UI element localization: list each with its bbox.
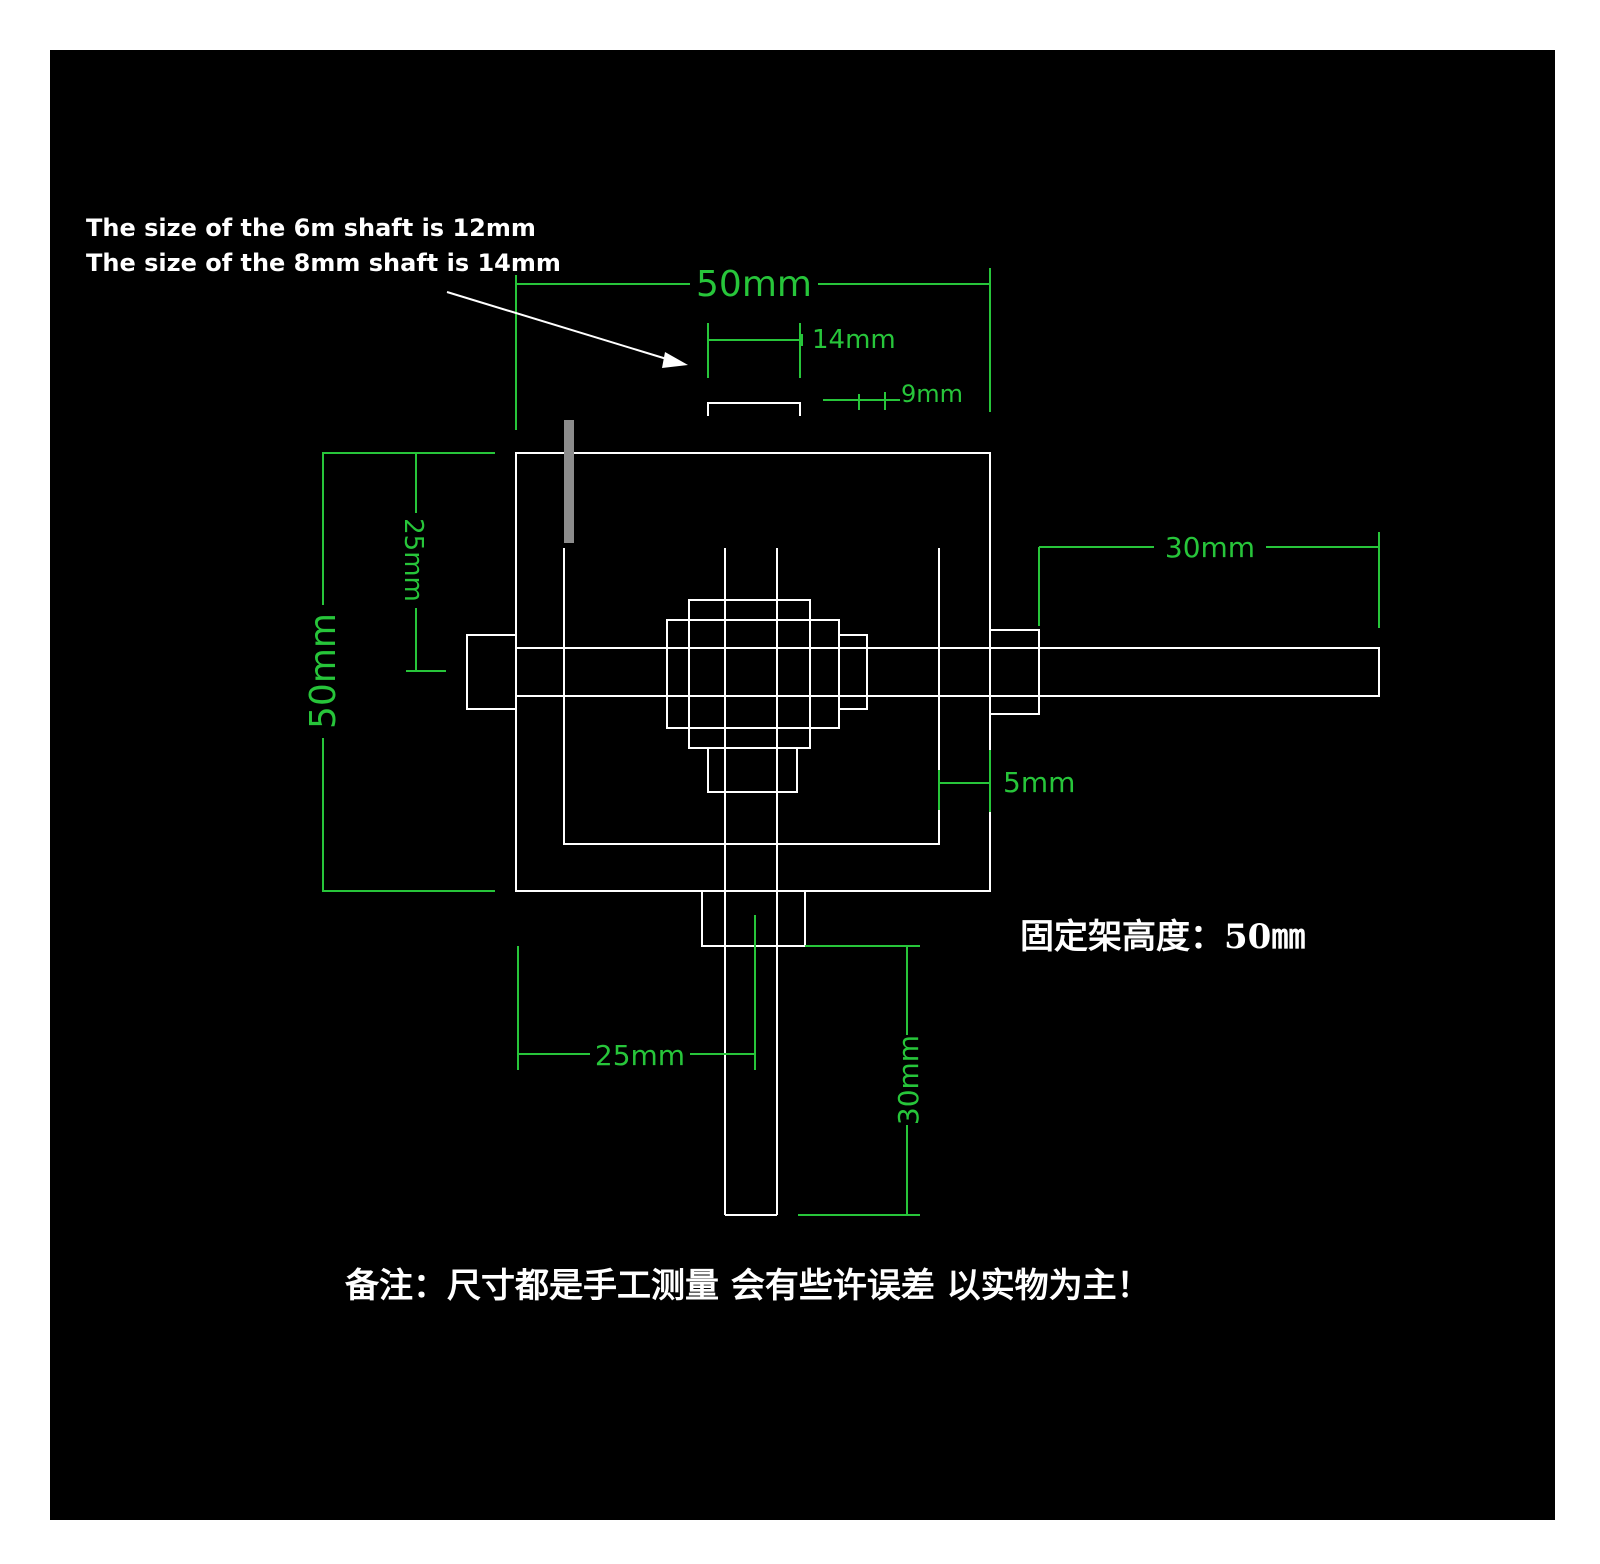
note-arrow	[446, 291, 688, 368]
right-nut	[989, 629, 1040, 715]
bracket-edge-mark	[564, 420, 574, 543]
horizontal-shaft	[515, 647, 1380, 697]
gear-lower-block	[707, 747, 798, 793]
technical-drawing: 50mm 14mm 9mm 50mm 25mm 30mm 5mm 25mm 30…	[303, 264, 1380, 1216]
gear-center-block	[666, 619, 840, 729]
bottom-coupler	[701, 890, 806, 947]
dim-inner-height: 25mm	[398, 518, 428, 602]
left-nut	[466, 634, 517, 710]
gear-mid-block	[688, 599, 811, 749]
dim-bottom-shaft-length: 30mm	[892, 1035, 925, 1125]
note-6m-shaft: The size of the 6m shaft is 12mm	[86, 214, 536, 242]
dim-left-height: 50mm	[303, 613, 344, 729]
drawing-canvas: 50mm 14mm 9mm 50mm 25mm 30mm 5mm 25mm 30…	[50, 50, 1555, 1520]
bracket-outline	[466, 402, 1380, 1216]
dim-top-width: 50mm	[696, 264, 812, 305]
dim-inner-offset: 9mm	[901, 380, 963, 408]
dim-wall-thickness: 5mm	[1003, 766, 1075, 799]
dim-shaft-width: 14mm	[812, 325, 896, 355]
dim-bottom-offset: 25mm	[595, 1039, 685, 1072]
dim-right-shaft-length: 30mm	[1165, 531, 1255, 564]
bracket-height-caption: 固定架高度：50㎜	[1020, 917, 1306, 957]
gear-side-block	[838, 634, 868, 710]
shaft-section-outline	[707, 402, 801, 416]
bracket-outer-frame	[515, 452, 991, 892]
note-8mm-shaft: The size of the 8mm shaft is 14mm	[86, 249, 561, 277]
dimension-lines	[322, 268, 1380, 1216]
shaft-size-notes: The size of the 6m shaft is 12mm The siz…	[86, 211, 561, 281]
remark-caption: 备注：尺寸都是手工测量 会有些许误差 以实物为主！	[345, 1266, 1151, 1306]
